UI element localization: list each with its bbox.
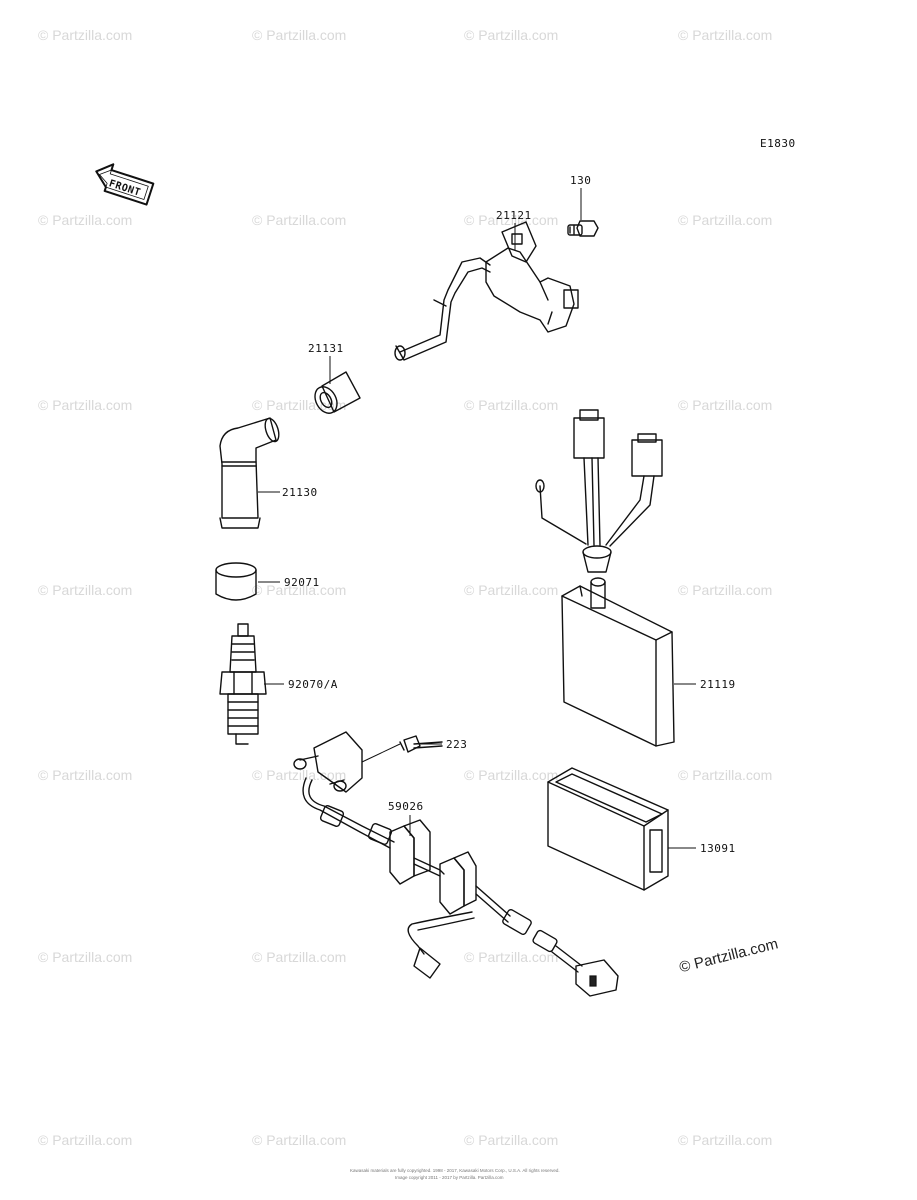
watermark: © Partzilla.com [38,27,132,43]
front-arrow-icon: FRONT [95,163,155,206]
part-label-21131: 21131 [308,342,344,355]
watermark: © Partzilla.com [38,397,132,413]
cdi-unit-21119-icon [535,409,675,747]
part-label-223: 223 [446,738,467,751]
watermark: © Partzilla.com [252,1132,346,1148]
watermark: © Partzilla.com [464,1132,558,1148]
plug-cap-seal-21131-icon [314,371,361,414]
holder-13091-icon [547,767,669,891]
watermark: © Partzilla.com [464,767,558,783]
part-label-59026: 59026 [388,800,424,813]
watermark: © Partzilla.com [252,949,346,965]
watermark: © Partzilla.com [252,212,346,228]
watermark: © Partzilla.com [678,582,772,598]
watermark-layer: © Partzilla.com © Partzilla.com © Partzi… [38,27,772,1148]
watermark: © Partzilla.com [678,27,772,43]
watermark: © Partzilla.com [252,582,346,598]
part-label-13091: 13091 [700,842,736,855]
spark-plug-92070-icon [219,623,267,745]
watermark: © Partzilla.com [464,582,558,598]
watermark: © Partzilla.com [464,397,558,413]
screw-223-icon [399,735,443,753]
watermark: © Partzilla.com [252,397,346,413]
watermark: © Partzilla.com [678,1132,772,1148]
watermark: © Partzilla.com [678,397,772,413]
part-label-21130: 21130 [282,486,318,499]
watermark: © Partzilla.com [464,212,558,228]
watermark: © Partzilla.com [464,949,558,965]
part-label-92070: 92070/A [288,678,338,691]
watermark: © Partzilla.com [38,582,132,598]
part-label-21119: 21119 [700,678,736,691]
watermark: © Partzilla.com [38,1132,132,1148]
cap-92071-icon [215,562,257,601]
ignition-coil-21121-icon [394,221,579,361]
watermark: © Partzilla.com [38,767,132,783]
watermark: © Partzilla.com [38,212,132,228]
watermark: © Partzilla.com [252,767,346,783]
bolt-130-icon [567,220,599,237]
spark-plug-cap-21130-icon [219,417,280,529]
watermark: © Partzilla.com [678,767,772,783]
footer-line-1: Kawasaki materials are fully copyrighted… [350,1168,560,1173]
footer-line-2: Image copyright 2011 - 2017 by Partzilla… [395,1175,504,1180]
part-label-21121: 21121 [496,209,532,222]
front-label: FRONT [107,178,141,199]
part-label-92071: 92071 [284,576,320,589]
part-label-130: 130 [570,174,591,187]
diagram-code: E1830 [760,137,796,150]
watermark: © Partzilla.com [464,27,558,43]
copyright-notice: © Partzilla.com [678,935,780,976]
watermark: © Partzilla.com [252,27,346,43]
pickup-coil-59026-icon [293,731,619,997]
watermark: © Partzilla.com [38,949,132,965]
watermark: © Partzilla.com [678,212,772,228]
